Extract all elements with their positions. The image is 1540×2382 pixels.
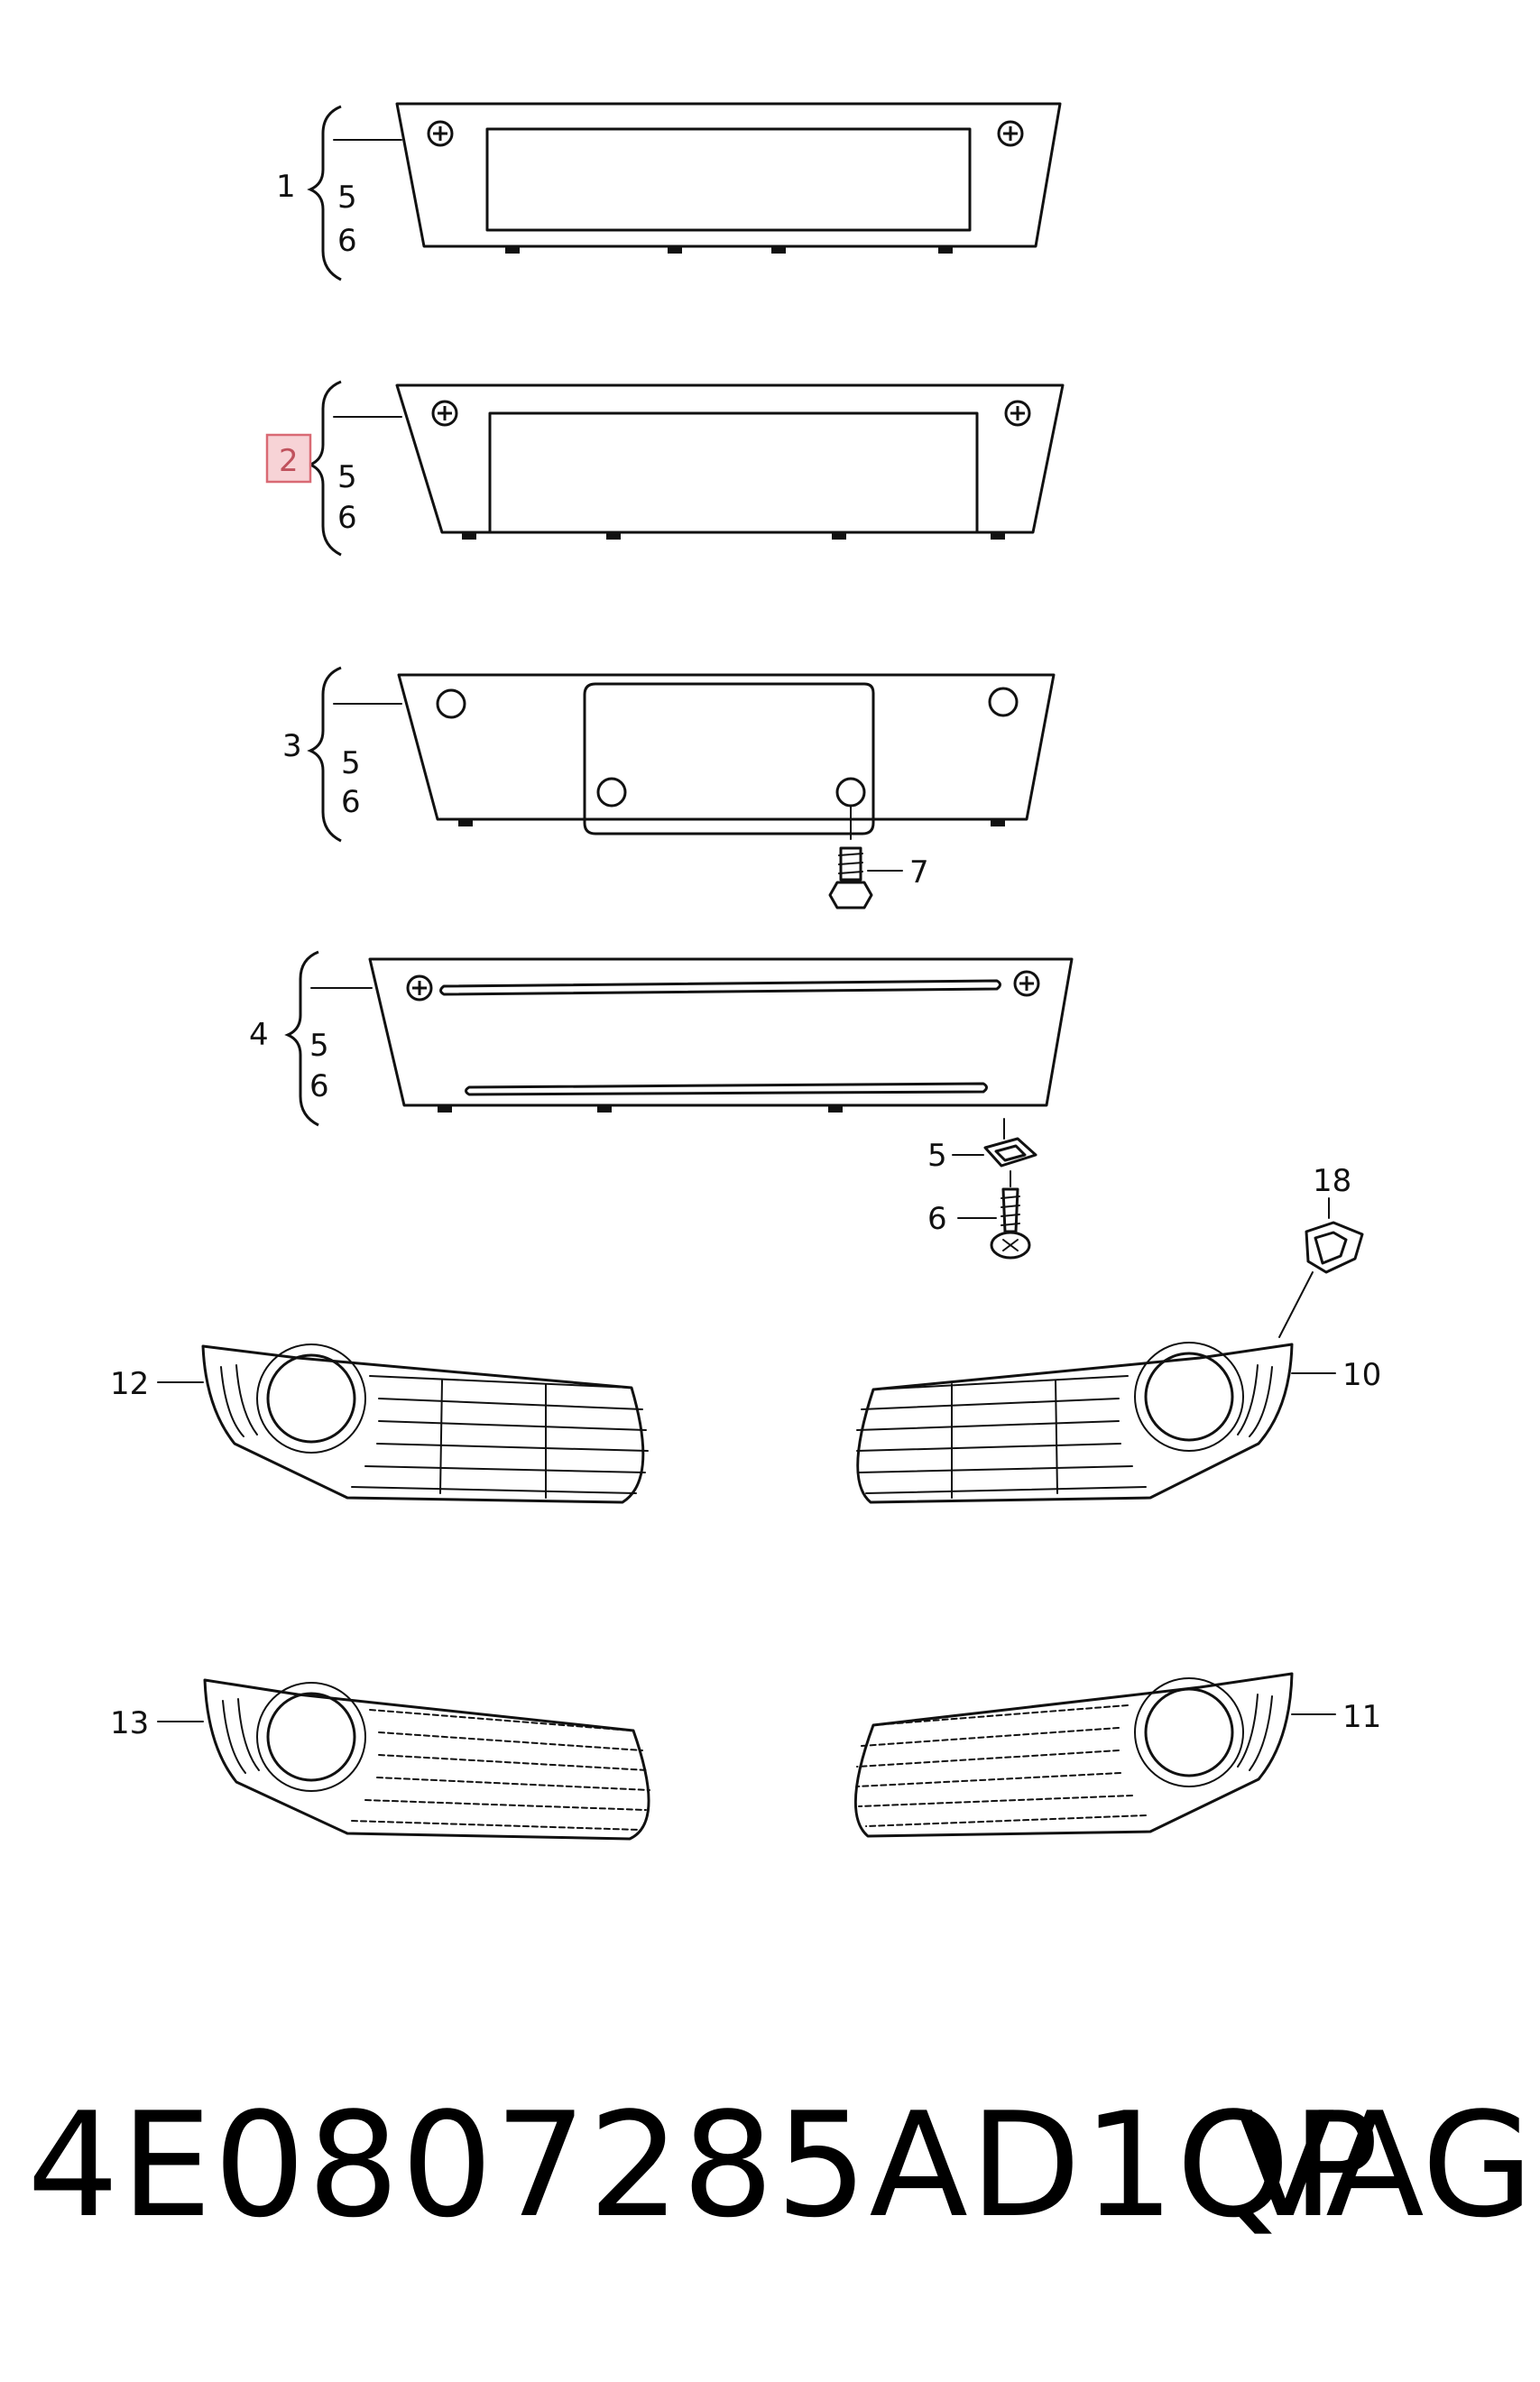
callout-3-6: 6 xyxy=(341,784,361,820)
callout-4-5: 5 xyxy=(309,1028,329,1064)
trim-panel-4 xyxy=(286,950,1074,1127)
callout-1-6: 6 xyxy=(337,223,357,259)
callout-7: 7 xyxy=(909,854,929,891)
clip-5 xyxy=(952,1118,1037,1168)
callout-4: 4 xyxy=(249,1017,269,1053)
clip-18 xyxy=(1278,1197,1364,1338)
callout-11: 11 xyxy=(1342,1699,1381,1735)
callout-18: 18 xyxy=(1313,1163,1351,1199)
screw-6 xyxy=(957,1170,1031,1260)
bolt-7 xyxy=(828,805,903,909)
callout-5: 5 xyxy=(927,1138,947,1174)
callout-4-6: 6 xyxy=(309,1068,329,1104)
callout-3: 3 xyxy=(282,728,302,764)
trim-panel-3 xyxy=(309,666,1056,843)
callout-1: 1 xyxy=(276,169,296,205)
callout-2: 2 xyxy=(279,443,299,479)
fog-grille-11 xyxy=(853,1672,1336,1838)
brand-label: VAG xyxy=(1236,2081,1534,2249)
callout-12: 12 xyxy=(110,1366,149,1402)
callout-13: 13 xyxy=(110,1705,149,1741)
fog-grille-13 xyxy=(157,1678,650,1841)
callout-3-5: 5 xyxy=(341,745,361,781)
trim-panel-1 xyxy=(309,102,1062,282)
trim-panel-2 xyxy=(309,380,1065,557)
callout-2-highlight xyxy=(265,433,312,484)
callout-2-6: 6 xyxy=(337,500,357,536)
fog-grille-10 xyxy=(856,1342,1336,1504)
callout-6: 6 xyxy=(927,1201,947,1237)
callout-2-5: 5 xyxy=(337,459,357,495)
part-number: 4E0807285AD1QP xyxy=(27,2081,1381,2249)
callout-10: 10 xyxy=(1342,1357,1381,1393)
fog-grille-12 xyxy=(157,1343,649,1504)
callout-1-5: 5 xyxy=(337,180,357,216)
